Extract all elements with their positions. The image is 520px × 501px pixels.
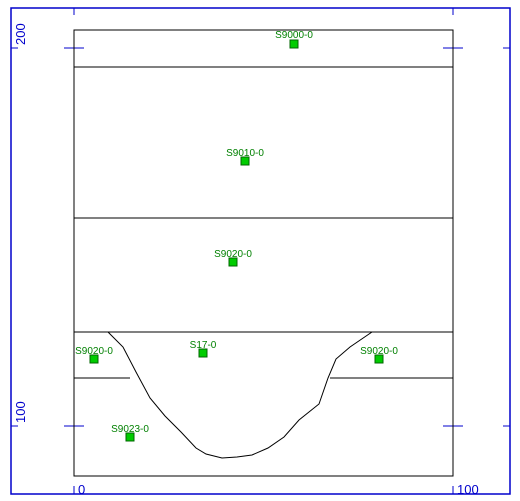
y-ruler-label-200: 200 bbox=[13, 23, 28, 45]
station-label: S9020-0 bbox=[75, 346, 113, 357]
station-marker[interactable]: S9020-0 bbox=[360, 346, 398, 364]
x-ruler-label-0: 0 bbox=[78, 482, 85, 497]
station-marker[interactable]: S9020-0 bbox=[75, 346, 113, 364]
x-ruler-label-100: 100 bbox=[457, 482, 479, 497]
station-label: S9020-0 bbox=[360, 346, 398, 357]
station-marker[interactable]: S9010-0 bbox=[226, 148, 264, 166]
station-label: S9023-0 bbox=[111, 424, 149, 435]
y-ruler-label-100: 100 bbox=[13, 401, 28, 423]
model-boundary bbox=[73, 29, 454, 477]
station-label: S9000-0 bbox=[275, 30, 313, 41]
station-label: S9020-0 bbox=[214, 249, 252, 260]
map-frame bbox=[10, 7, 511, 495]
station-marker[interactable]: S9000-0 bbox=[275, 30, 313, 49]
channel-outline bbox=[107, 331, 373, 459]
station-marker[interactable]: S17-0 bbox=[190, 340, 217, 358]
station-label: S9010-0 bbox=[226, 148, 264, 159]
station-label: S17-0 bbox=[190, 340, 217, 351]
station-marker[interactable]: S9023-0 bbox=[111, 424, 149, 442]
station-marker[interactable]: S9020-0 bbox=[214, 249, 252, 267]
